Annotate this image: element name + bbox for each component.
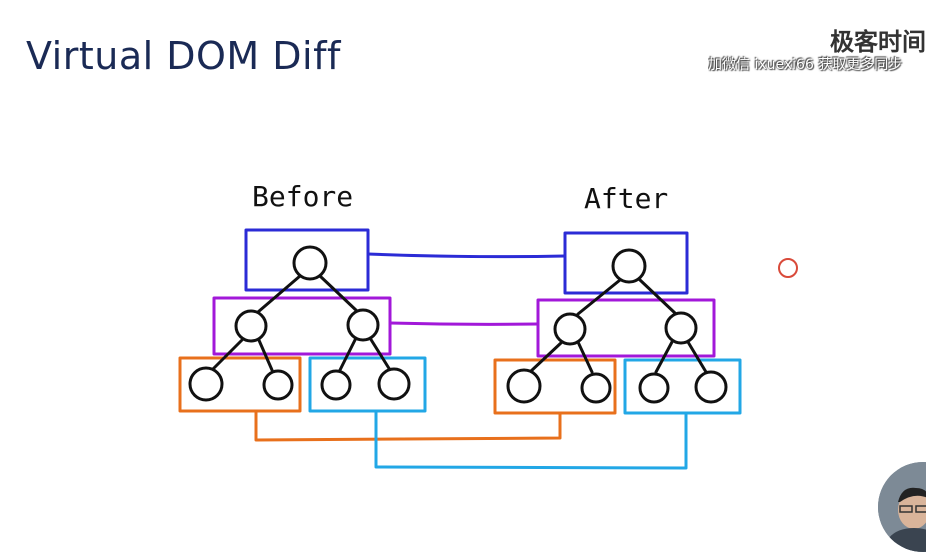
after-level2-box (536, 298, 716, 358)
watermark-text: 加微信 ixuexi66 获取更多同步 (708, 57, 903, 73)
before-leaf-node (188, 366, 224, 402)
after-leaf-node (506, 368, 542, 404)
before-level1-box (244, 228, 370, 292)
level2-connector (388, 321, 540, 326)
before-level2-box (212, 296, 392, 356)
after-level1-box (563, 231, 689, 295)
level1-connector (366, 252, 567, 259)
before-leaf-node (262, 369, 294, 401)
after-leaf-node (694, 370, 728, 404)
before-tree-edges (210, 274, 392, 372)
before-level3-right-box (308, 356, 427, 413)
before-leaf-node (377, 367, 411, 401)
before-root-node (292, 245, 328, 281)
after-level3-left-box (493, 358, 617, 415)
brand: 极客时间 (826, 22, 926, 56)
after-leaf-node (580, 372, 612, 404)
after-root-node (611, 248, 647, 284)
after-child-node (664, 311, 698, 345)
after-tree-edges (528, 278, 708, 374)
slide-title: Virtual DOM Diff (26, 34, 341, 78)
level3-left-connector (254, 409, 562, 442)
before-leaf-node (320, 369, 352, 401)
after-child-node (553, 312, 587, 346)
after-leaf-node (638, 372, 670, 404)
level3-right-connector (374, 409, 688, 470)
before-label: Before (252, 180, 353, 213)
after-label: After (584, 182, 668, 215)
laser-pointer-icon (778, 258, 798, 278)
before-level3-left-box (178, 356, 302, 413)
before-child-node (346, 308, 380, 342)
brand-name: 极客时间 (830, 27, 926, 56)
after-level3-right-box (623, 358, 742, 415)
before-child-node (234, 309, 268, 343)
